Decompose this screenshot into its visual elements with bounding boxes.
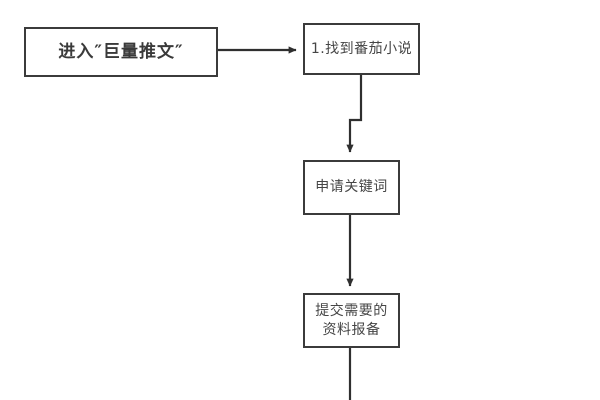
node-find-novel-label: 1.找到番茄小说 [310, 40, 413, 57]
node-find-novel[interactable]: 1.找到番茄小说 [303, 23, 420, 75]
node-submit-materials-label: 提交需要的 资料报备 [315, 302, 388, 338]
connector-find-novel-to-apply-keyword [346, 75, 363, 153]
node-apply-keyword[interactable]: 申请关键词 [303, 160, 400, 215]
node-entry-label: 进入″巨量推文″ [58, 41, 184, 62]
node-entry[interactable]: 进入″巨量推文″ [24, 27, 218, 77]
node-apply-keyword-label: 申请关键词 [315, 179, 388, 196]
node-submit-materials[interactable]: 提交需要的 资料报备 [303, 293, 400, 348]
